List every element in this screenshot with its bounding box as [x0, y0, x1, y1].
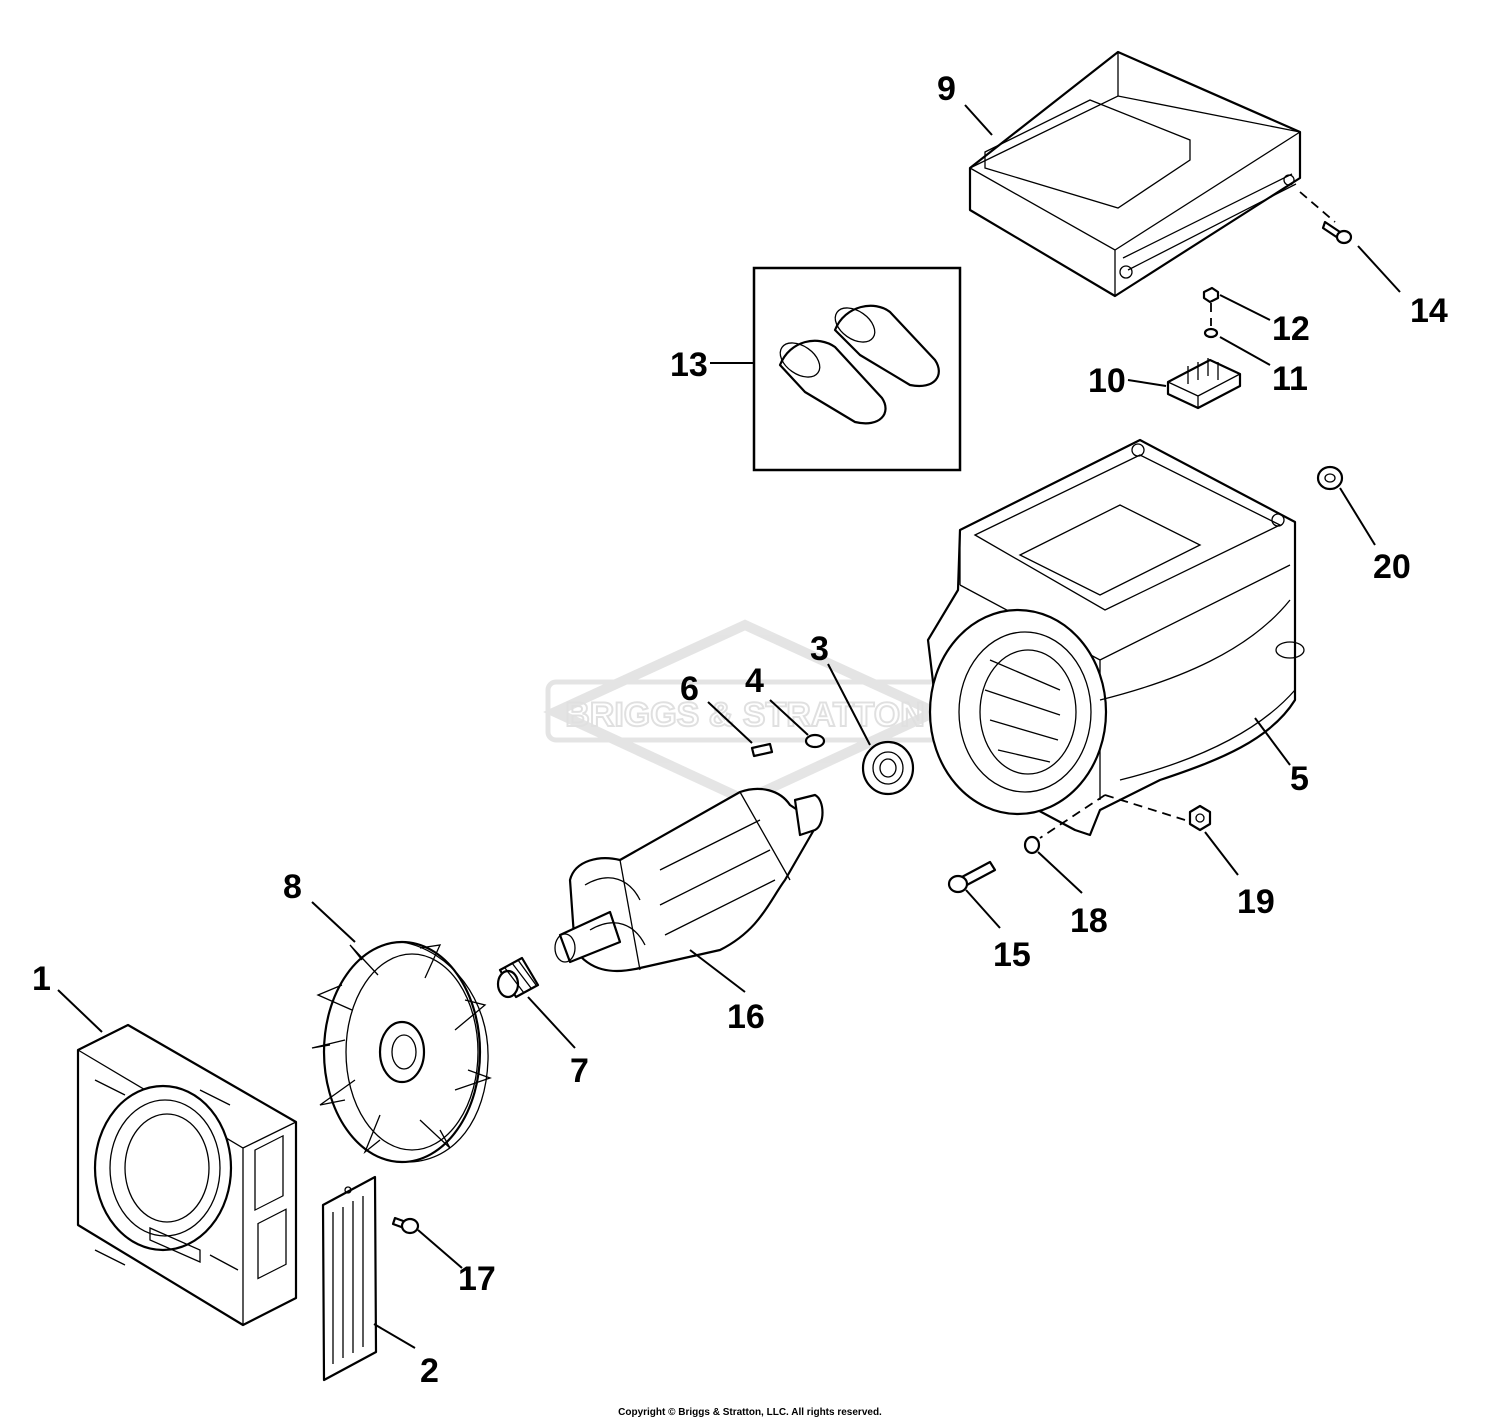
callout-18: 18	[1070, 902, 1108, 940]
watermark-text: BRIGGS & STRATTON	[565, 696, 925, 734]
callout-4: 4	[745, 662, 764, 700]
part-6-diode[interactable]	[750, 742, 774, 758]
part-20-washer[interactable]	[1316, 465, 1344, 491]
callout-14: 14	[1410, 292, 1448, 330]
callout-11: 11	[1272, 360, 1308, 398]
part-8-fan[interactable]	[311, 940, 492, 1164]
part-19-nut[interactable]	[1188, 804, 1212, 832]
callout-8: 8	[283, 868, 302, 906]
part-18-lock-washer[interactable]	[1023, 835, 1041, 855]
part-12-nut[interactable]	[1202, 286, 1220, 304]
callout-10: 10	[1088, 362, 1126, 400]
callout-labels: 1 2 3 4 5 6 7 8 9 10 11 12 13 14 15 16 1…	[32, 70, 1448, 1390]
part-15-bolt[interactable]	[947, 860, 997, 894]
part-5-stator-housing[interactable]	[926, 438, 1305, 837]
part-13-capacitor-kit[interactable]	[752, 266, 962, 472]
part-17-screw[interactable]	[391, 1216, 420, 1235]
part-7-needle-bearing[interactable]	[496, 956, 540, 999]
part-4-clip[interactable]	[804, 733, 826, 749]
callout-2: 2	[420, 1352, 439, 1390]
callout-6: 6	[680, 670, 699, 708]
capacitor-a	[833, 304, 940, 388]
callout-7: 7	[570, 1052, 589, 1090]
callout-5: 5	[1290, 760, 1309, 798]
copyright-notice: Copyright © Briggs & Stratton, LLC. All …	[618, 1407, 882, 1418]
part-9-control-box-cover[interactable]	[968, 50, 1302, 298]
part-2-grille[interactable]	[321, 1175, 378, 1382]
capacitor-b	[778, 339, 887, 425]
callout-19: 19	[1237, 883, 1275, 921]
part-1-end-bracket[interactable]	[76, 1023, 298, 1327]
callout-3: 3	[810, 630, 829, 668]
part-16-rotor[interactable]	[554, 787, 824, 972]
part-3-bearing[interactable]	[861, 740, 915, 796]
callout-15: 15	[993, 936, 1031, 974]
callout-9: 9	[937, 70, 956, 108]
callout-13: 13	[670, 346, 708, 384]
part-10-terminal-block[interactable]	[1166, 358, 1242, 410]
callout-17: 17	[458, 1260, 496, 1298]
leader-lines	[57, 104, 1401, 1349]
callout-1: 1	[32, 960, 51, 998]
callout-20: 20	[1373, 548, 1411, 586]
part-14-screw[interactable]	[1321, 220, 1353, 245]
callout-12: 12	[1272, 310, 1310, 348]
part-11-washer[interactable]	[1203, 327, 1219, 339]
callout-16: 16	[727, 998, 765, 1036]
